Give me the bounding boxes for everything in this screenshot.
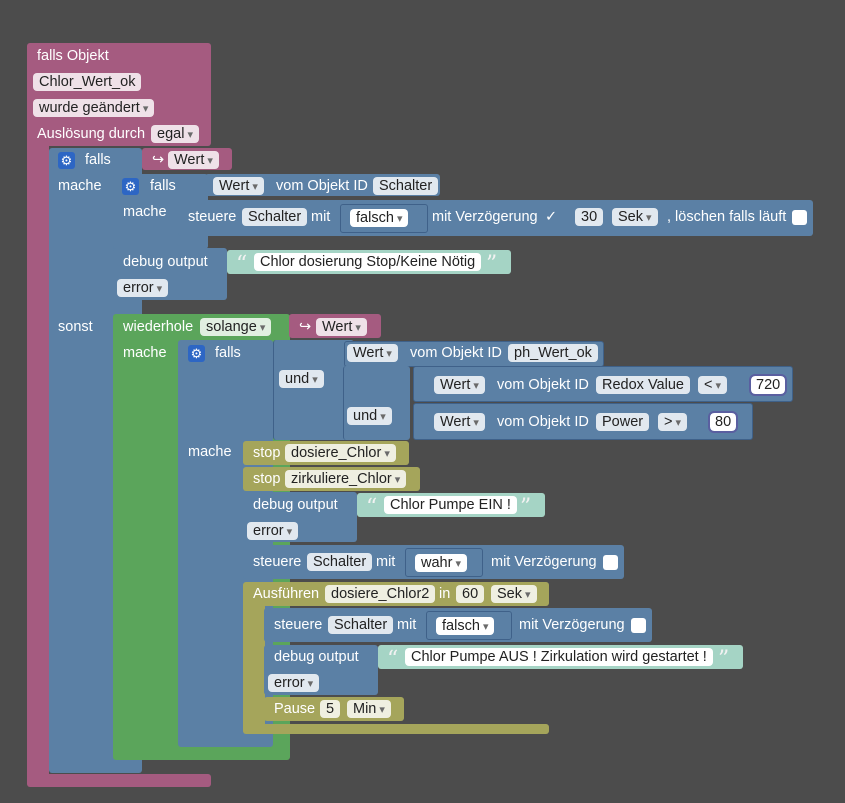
loop-mache-label: mache: [123, 345, 167, 361]
if3-cond3-object-field[interactable]: Power: [596, 413, 650, 431]
gear-icon[interactable]: ⚙: [58, 152, 75, 169]
loop-cond-dropdown[interactable]: Wert: [316, 318, 367, 336]
if3-and2-block[interactable]: [343, 366, 410, 440]
if1-arrow-icon: ↪: [152, 152, 165, 168]
if3-cond2-op-dropdown[interactable]: <: [698, 376, 728, 394]
exec-block-footer: [243, 724, 549, 734]
debug2-label: debug output: [253, 497, 338, 513]
control3-mit-label: mit: [397, 617, 417, 633]
control1-label: steuere: [188, 209, 237, 225]
control3-delay-label: mit Verzögerung: [519, 617, 625, 633]
control3-label: steuere: [274, 617, 323, 633]
control1-value-dropdown[interactable]: falsch: [350, 209, 409, 227]
control3-value-dropdown[interactable]: falsch: [436, 617, 495, 635]
control3-object-field[interactable]: Schalter: [328, 616, 394, 634]
control2-mit-label: mit: [376, 554, 396, 570]
if3-falls-label: falls: [215, 345, 241, 361]
exec-value-field[interactable]: 60: [456, 585, 485, 603]
if3-mache-label: mache: [188, 444, 232, 460]
exec-name-field[interactable]: dosiere_Chlor2: [325, 585, 436, 603]
quote-open-icon: “: [236, 252, 248, 277]
quote-open-icon: “: [387, 647, 399, 672]
control1-clear-checkbox[interactable]: [792, 210, 807, 225]
if2-object-field[interactable]: Schalter: [373, 177, 439, 195]
loop-mode-dropdown[interactable]: solange: [200, 318, 272, 336]
quote-close-icon: ”: [718, 647, 730, 672]
if3-und2-dropdown[interactable]: und: [347, 407, 392, 425]
stop2-label: stop: [253, 471, 281, 487]
if1-falls-label: falls: [85, 152, 111, 168]
if2-value-dropdown[interactable]: Wert: [213, 177, 264, 195]
pause-unit-dropdown[interactable]: Min: [347, 700, 391, 718]
trigger-label: Auslösung durch: [37, 126, 146, 142]
exec-in-label: in: [439, 586, 451, 602]
if3-cond2-value-dropdown[interactable]: Wert: [434, 376, 485, 394]
pause-value-field[interactable]: 5: [320, 700, 341, 718]
if1-mache-label: mache: [58, 178, 102, 194]
control1-unit-dropdown[interactable]: Sek: [612, 208, 658, 226]
if2-mache-label: mache: [123, 204, 167, 220]
stop1-label: stop: [253, 445, 281, 461]
control2-label: steuere: [253, 554, 302, 570]
debug1-level-dropdown[interactable]: error: [117, 279, 169, 297]
stop2-name-dropdown[interactable]: zirkuliere_Chlor: [285, 470, 407, 488]
exec-unit-dropdown[interactable]: Sek: [491, 585, 537, 603]
control2-delay-label: mit Verzögerung: [491, 554, 597, 570]
if3-und-dropdown[interactable]: und: [279, 370, 324, 388]
gear-icon[interactable]: ⚙: [188, 345, 205, 362]
control2-object-field[interactable]: Schalter: [307, 553, 373, 571]
event-title: falls Objekt: [37, 48, 109, 64]
control1-delay-value[interactable]: 30: [575, 208, 604, 226]
if1-sonst-label: sonst: [58, 319, 93, 335]
if1-cond-dropdown[interactable]: Wert: [168, 151, 219, 169]
if3-cond2-number[interactable]: 720: [748, 374, 788, 396]
debug3-label: debug output: [274, 649, 359, 665]
if3-cond3-from-label: vom Objekt ID: [497, 414, 589, 430]
control1-delay-checkmark[interactable]: ✓: [545, 209, 558, 225]
if3-cond2-object-field[interactable]: Redox Value: [596, 376, 690, 394]
control1-object-field[interactable]: Schalter: [242, 208, 308, 226]
if3-cond1-value-dropdown[interactable]: Wert: [347, 344, 398, 362]
if3-cond3-op-dropdown[interactable]: >: [658, 413, 688, 431]
if3-cond3-value-dropdown[interactable]: Wert: [434, 413, 485, 431]
event-block-spine: [27, 140, 49, 780]
if2-from-label: vom Objekt ID: [276, 178, 368, 194]
quote-close-icon: ”: [486, 252, 498, 277]
debug2-level-dropdown[interactable]: error: [247, 522, 299, 540]
loop-arrow-icon: ↪: [299, 319, 312, 335]
exec-block-spine: [243, 600, 265, 732]
trigger-dropdown[interactable]: egal: [151, 125, 199, 143]
control3-delay-checkbox[interactable]: [631, 618, 646, 633]
control1-mit-label: mit: [311, 209, 331, 225]
event-object-id[interactable]: Chlor_Wert_ok: [33, 73, 142, 91]
control2-value-dropdown[interactable]: wahr: [415, 554, 468, 572]
pause-label: Pause: [274, 701, 316, 717]
stop1-name-dropdown[interactable]: dosiere_Chlor: [285, 444, 396, 462]
if3-cond1-from-label: vom Objekt ID: [410, 345, 502, 361]
control2-delay-checkbox[interactable]: [603, 555, 618, 570]
if2-falls-label: falls: [150, 178, 176, 194]
if3-cond2-from-label: vom Objekt ID: [497, 377, 589, 393]
debug3-level-dropdown[interactable]: error: [268, 674, 320, 692]
debug1-text[interactable]: Chlor dosierung Stop/Keine Nötig: [254, 253, 482, 271]
loop-label: wiederhole: [123, 319, 194, 335]
event-block-footer: [27, 774, 211, 787]
debug3-text[interactable]: Chlor Pumpe AUS ! Zirkulation wird gesta…: [405, 648, 713, 666]
if3-and-block[interactable]: [273, 340, 354, 440]
gear-icon[interactable]: ⚙: [122, 178, 139, 195]
if3-cond1-object-field[interactable]: ph_Wert_ok: [508, 344, 598, 362]
control1-clear-label: , löschen falls läuft: [667, 209, 787, 225]
debug1-label: debug output: [123, 254, 208, 270]
control1-delay-label: mit Verzögerung: [432, 209, 538, 225]
event-type-dropdown[interactable]: wurde geändert: [33, 99, 155, 117]
if3-cond3-number[interactable]: 80: [707, 411, 739, 433]
debug2-text[interactable]: Chlor Pumpe EIN !: [384, 496, 517, 514]
quote-open-icon: “: [366, 495, 378, 520]
exec-label: Ausführen: [253, 586, 320, 602]
quote-close-icon: ”: [520, 495, 532, 520]
